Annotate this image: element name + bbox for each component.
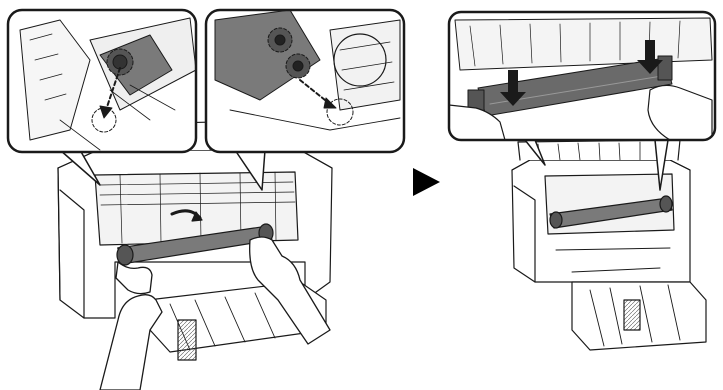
- hands-right: [449, 84, 713, 140]
- callout-left: [6, 8, 198, 186]
- callout-right: [204, 8, 406, 191]
- dashed-arrow-icon: [105, 67, 121, 111]
- hands-left: [99, 236, 331, 390]
- drum-unit-left: [116, 223, 274, 266]
- drum-unit-right: [549, 195, 673, 229]
- right-printer: [511, 139, 707, 351]
- left-printer: [57, 119, 333, 390]
- down-arrow-icon: [500, 40, 663, 106]
- play-triangle-icon: [413, 168, 440, 196]
- callout-top-right: [447, 10, 717, 191]
